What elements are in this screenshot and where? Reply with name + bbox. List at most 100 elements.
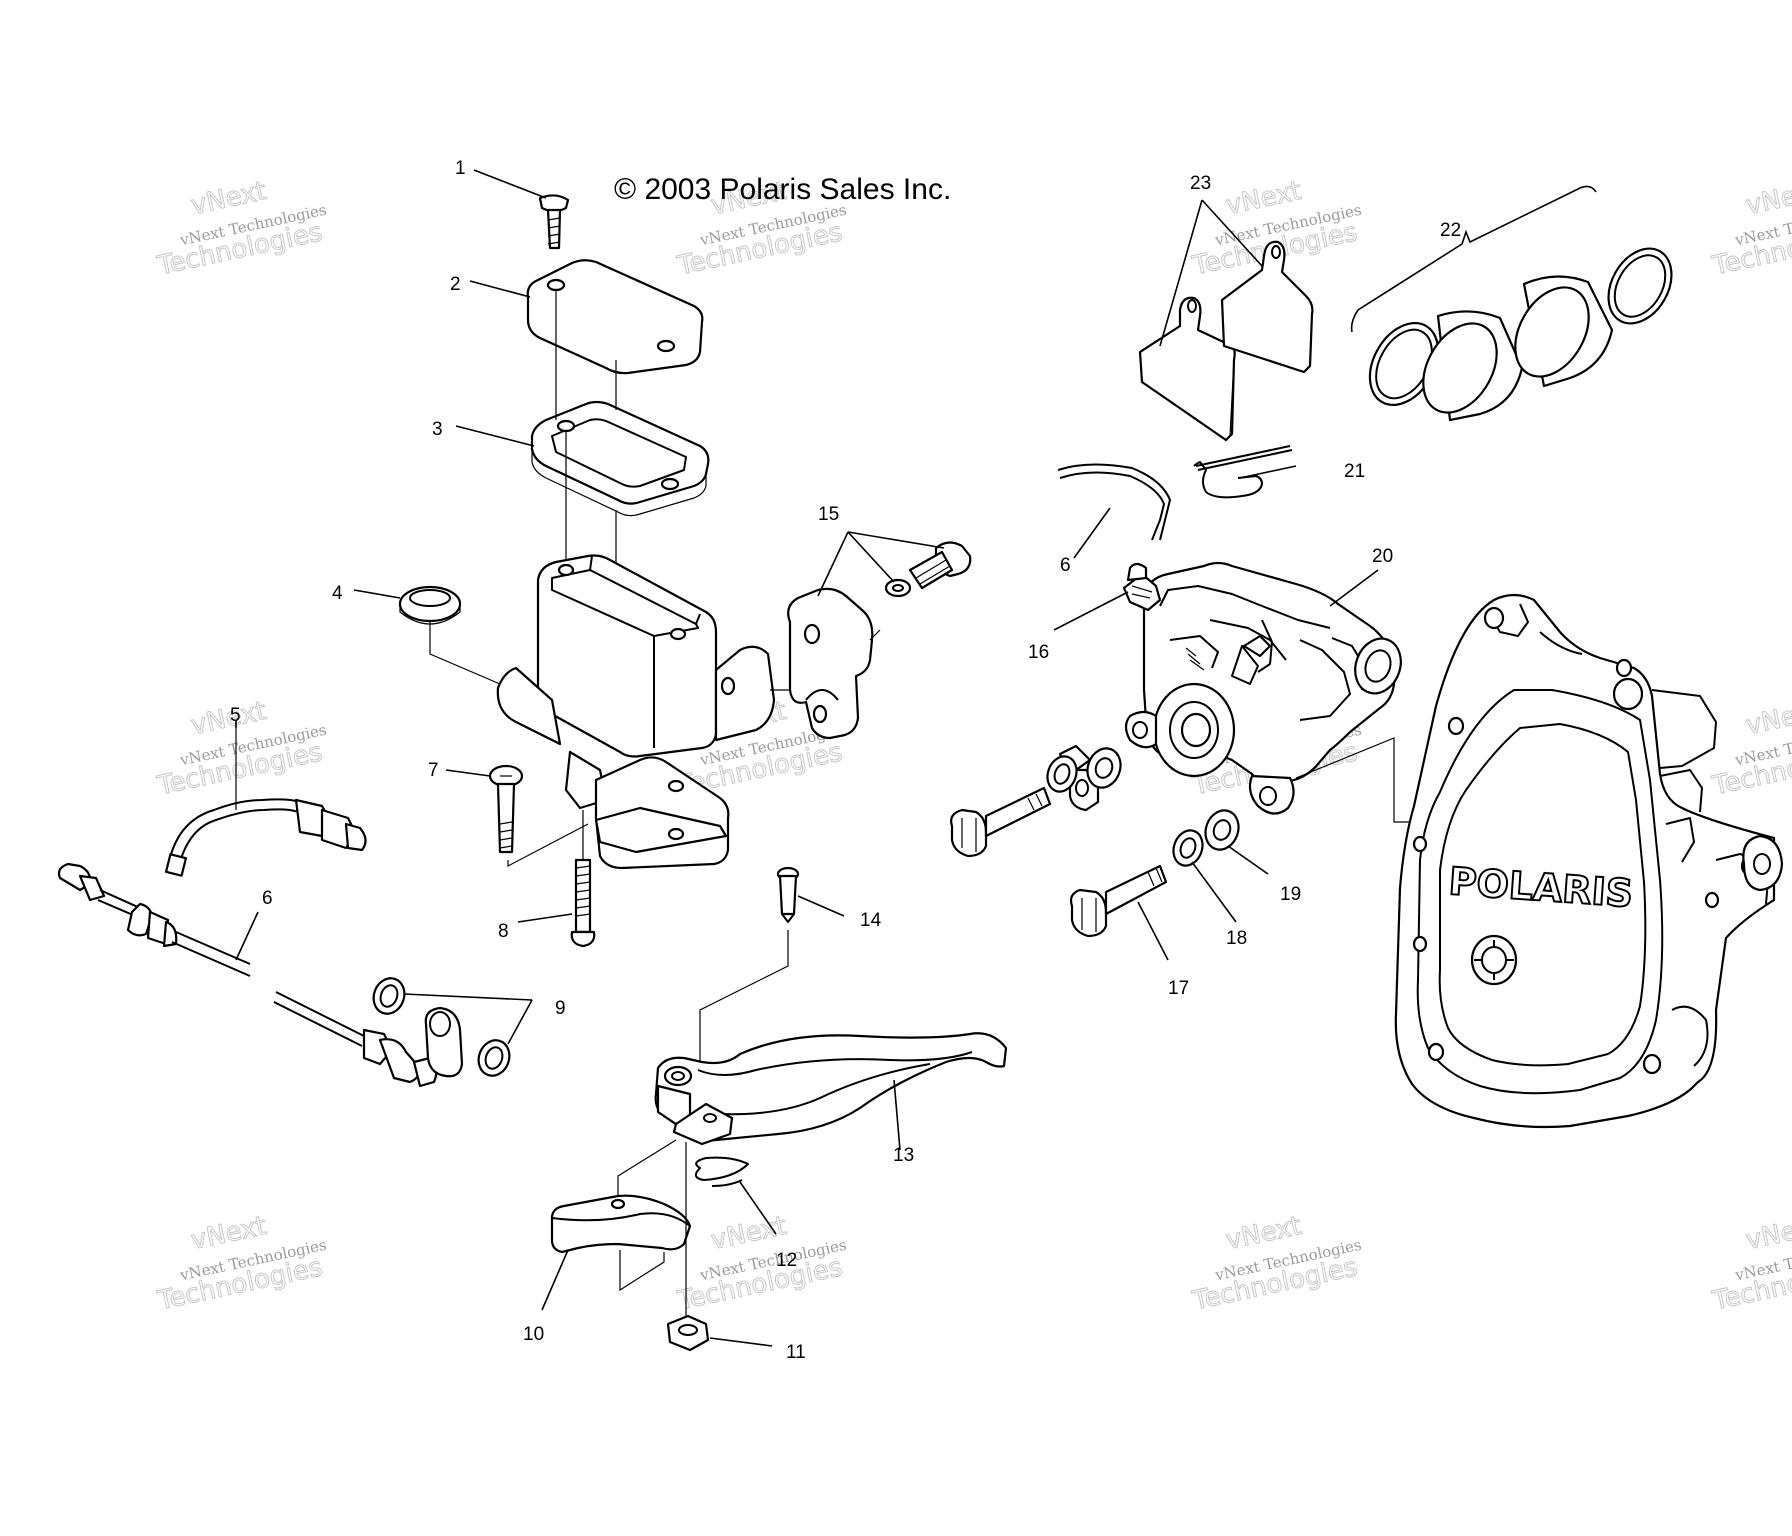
leader-15c	[847, 531, 945, 549]
part-pin-clip-21	[1193, 445, 1293, 499]
watermark: vNext vNext Technologies Technologies	[1709, 1211, 1792, 1318]
part-sensor-5	[164, 798, 367, 877]
watermark: vNext vNext Technologies Technologies	[1189, 1211, 1363, 1318]
svg-text:vNext: vNext	[1744, 176, 1792, 221]
assembly-line	[429, 622, 501, 685]
callout-11: 11	[786, 1342, 806, 1363]
part-lever-13	[654, 1032, 1008, 1142]
part-washer-9	[372, 977, 511, 1077]
part-brake-line-right-6	[1057, 463, 1171, 541]
part-seal-4	[398, 585, 462, 625]
part-gasket-3	[530, 400, 710, 517]
callout-15: 15	[818, 504, 839, 525]
callout-13: 13	[893, 1145, 914, 1166]
leader-6b	[1073, 507, 1111, 559]
watermark: vNext vNext Technologies Technologies	[154, 1211, 328, 1318]
part-washer-18	[1172, 829, 1204, 867]
part-spring-12	[694, 1156, 749, 1187]
callout-3: 3	[432, 419, 443, 440]
assembly-line	[555, 290, 617, 598]
part-adjuster-10	[550, 1194, 692, 1254]
part-screw-1	[538, 194, 570, 250]
part-pin-7	[488, 764, 524, 854]
part-bolt-upper	[950, 786, 1052, 858]
watermark: vNext vNext Technologies Technologies	[154, 696, 328, 803]
part-chaincase-housing: POLARIS	[1394, 593, 1784, 1129]
part-bolt-lower	[1069, 864, 1168, 938]
leader-13	[893, 1079, 901, 1151]
part-pin-14	[776, 866, 800, 923]
callout-20: 20	[1372, 546, 1393, 567]
part-washer-upper-pair	[1046, 755, 1078, 793]
part-brake-line-6	[57, 862, 438, 1088]
callout-14: 14	[860, 910, 882, 931]
part-pistons-22	[1368, 247, 1673, 422]
callout-6-left: 6	[262, 888, 273, 909]
callout-10: 10	[523, 1324, 544, 1345]
callout-labels: 1 2 3 4 5 6 6 7 8 9 10 11 12 13 14 15 16…	[230, 158, 1461, 1363]
callout-8: 8	[498, 921, 509, 942]
part-clamp-bolt-15	[884, 541, 972, 598]
leader-17	[1137, 901, 1169, 961]
callout-6-right: 6	[1060, 555, 1071, 576]
callout-4: 4	[332, 583, 343, 604]
leader-9b	[507, 999, 533, 1045]
callout-12: 12	[776, 1250, 797, 1271]
callout-1: 1	[455, 158, 466, 179]
part-washer-19	[1204, 809, 1240, 851]
leader-11	[709, 1337, 773, 1347]
part-pivot-plate	[672, 1102, 734, 1146]
assembly-line	[507, 823, 589, 867]
part-bleeder-16	[1122, 562, 1162, 612]
leader-lines	[235, 169, 1597, 1347]
part-screw-8	[570, 858, 596, 948]
leader-19	[1227, 845, 1269, 875]
part-nut-11	[666, 1314, 710, 1352]
svg-text:vNext: vNext	[1744, 696, 1792, 741]
part-brake-pads-23	[1138, 240, 1314, 442]
callout-22: 22	[1440, 220, 1461, 241]
leader-2	[469, 280, 531, 298]
callout-17: 17	[1168, 978, 1189, 999]
leader-18	[1191, 861, 1237, 923]
callout-5: 5	[230, 705, 241, 726]
leader-3	[455, 425, 535, 447]
watermark: vNext vNext Technologies Technologies	[674, 1211, 848, 1318]
callout-16: 16	[1028, 642, 1049, 663]
watermark: vNext vNext Technologies Technologies	[154, 176, 328, 283]
leader-8	[517, 913, 573, 923]
leader-21	[1239, 465, 1297, 479]
leader-7	[445, 769, 491, 777]
part-banjo-fitting	[424, 1006, 464, 1078]
leader-10	[541, 1249, 569, 1311]
callout-18: 18	[1226, 928, 1247, 949]
callout-21: 21	[1344, 461, 1365, 482]
leader-23a	[1159, 199, 1203, 347]
leader-12	[739, 1181, 777, 1235]
part-cover-2	[526, 259, 704, 375]
callout-2: 2	[450, 274, 461, 295]
watermark: vNext vNext Technologies Technologies	[1709, 176, 1792, 283]
svg-text:vNext: vNext	[1744, 1211, 1792, 1256]
leader-22	[1350, 185, 1597, 333]
part-master-cylinder	[496, 554, 776, 870]
leader-6a	[235, 911, 259, 961]
part-caliper-20	[1124, 561, 1402, 815]
leader-1	[473, 169, 547, 199]
leader-16	[1053, 591, 1129, 631]
assembly-line	[617, 1139, 677, 1292]
leader-15b	[847, 531, 895, 583]
callout-9: 9	[555, 998, 566, 1019]
callout-19: 19	[1280, 884, 1301, 905]
leader-14	[797, 895, 845, 917]
assembly-line	[699, 930, 789, 1082]
leader-20	[1329, 569, 1379, 607]
leader-9a	[403, 993, 533, 1001]
callout-7: 7	[428, 760, 439, 781]
leader-4	[353, 589, 401, 599]
copyright-text: © 2003 Polaris Sales Inc.	[614, 173, 951, 206]
assembly-line	[1295, 737, 1410, 823]
leader-23b	[1201, 199, 1263, 267]
callout-23: 23	[1190, 173, 1211, 194]
